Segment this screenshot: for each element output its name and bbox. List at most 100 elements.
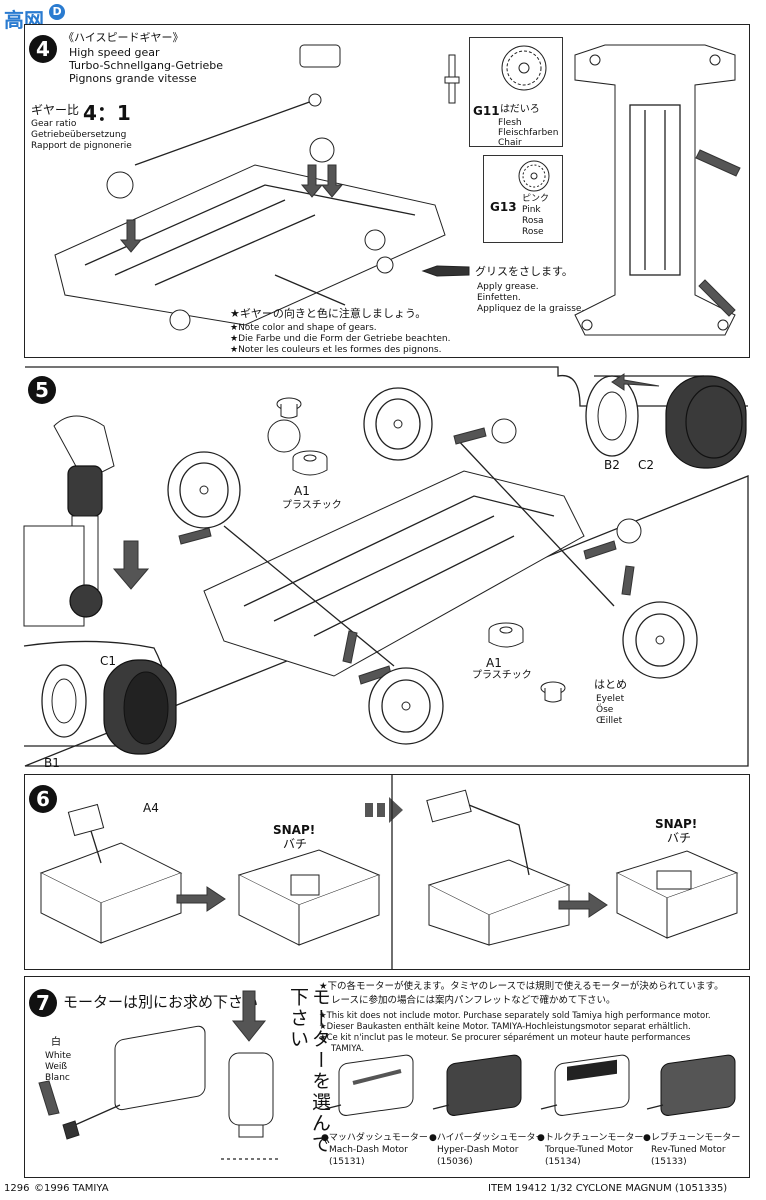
shaft-detail-icon (444, 54, 460, 104)
motor-mach-dash-code: (15131) (329, 1157, 365, 1167)
tire-c1-inset (23, 640, 177, 755)
footer-copyright: ©1996 TAMIYA (34, 1183, 109, 1194)
motor-mach-dash-en: Mach-Dash Motor (329, 1145, 408, 1155)
step7-note-de: ★Dieser Baukasten enthält keine Motor. T… (319, 1022, 691, 1032)
arrow-right-1 (176, 886, 226, 912)
g13-jp: ピンク (522, 194, 550, 204)
wheel-rear-right (622, 601, 698, 679)
eyelet-bottom-icon (540, 681, 566, 703)
step7-number: 7 (29, 989, 57, 1017)
label-b1: B1 (44, 756, 60, 770)
white-jp: 白 (51, 1037, 61, 1048)
eyelet-fr: Œillet (596, 716, 623, 726)
g13-de: Rosa (522, 216, 544, 226)
motor-rev-tuned-icon (646, 1054, 736, 1116)
motor-torque-tuned-jp: ●トルクチューンモーター (537, 1133, 644, 1143)
step4-chassis-drawing (54, 44, 446, 331)
step5-panel: 5 B2 C2 (23, 366, 749, 770)
snap2-jp: バチ (667, 831, 692, 845)
grease-en: Apply grease. (477, 282, 539, 292)
step4-title-de: Turbo-Schnellgang-Getriebe (69, 59, 224, 72)
wheel-rear-left (363, 387, 433, 461)
eyelet-en: Eyelet (596, 694, 625, 704)
motor-hyper-dash: ●ハイパーダッシュモーター Hyper-Dash Motor (15036) (429, 1054, 545, 1173)
motor-torque-tuned-en: Torque-Tuned Motor (545, 1145, 634, 1155)
eyelet-jp: はとめ (594, 678, 627, 691)
motor-mach-dash-icon (324, 1054, 414, 1116)
gear-g11-icon (501, 45, 547, 91)
motor-hyper-dash-code: (15036) (437, 1157, 473, 1167)
step4-note-fr: ★Noter les couleurs et les formes des pi… (230, 345, 442, 355)
g13-fr: Rose (522, 227, 544, 237)
label-a1-bottom: A1 (486, 656, 502, 670)
snap1-jp: バチ (283, 837, 308, 851)
label-plastic-bottom: プラスチック (472, 670, 532, 681)
g11-de: Fleischfarben (498, 128, 559, 138)
step7-panel: 7 モーターは別にお求め下さい 白 White Weiß Blanc モーターを… (24, 976, 750, 1178)
switch-part-1 (39, 803, 183, 944)
step4-panel: 4 《ハイスピードギヤー》 High speed gear Turbo-Schn… (24, 24, 750, 358)
gear-ratio-de: Getriebeübersetzung (31, 130, 127, 140)
motor-sold-separately: モーターは別にお求め下さい (63, 993, 259, 1011)
g11-en: Flesh (498, 118, 522, 128)
g11-code: G11 (473, 104, 500, 118)
g11-jp: はだいろ (500, 104, 540, 115)
motor-rev-tuned-code: (15133) (651, 1157, 687, 1167)
label-c2: C2 (638, 458, 655, 472)
step7-note-jp2: レースに参加の場合には案内パンフレットなどで確かめて下さい。 (331, 995, 616, 1006)
g11-fr: Chair (498, 138, 522, 148)
step5-chassis-drawing (178, 418, 642, 685)
motor-rev-tuned: ●レブチューンモーター Rev-Tuned Motor (15133) (643, 1054, 749, 1173)
grease-tube-icon (421, 265, 470, 277)
gear-ratio-en: Gear ratio (31, 119, 77, 129)
grease-jp: グリスをさします。 (475, 265, 573, 278)
hand-tire-inset (23, 415, 150, 627)
g13-en: Pink (522, 205, 541, 215)
step7-note-en: ★This kit does not include motor. Purcha… (319, 1011, 711, 1021)
part-a1-bottom-icon (488, 622, 524, 648)
label-c1: C1 (100, 654, 117, 668)
step6-panel: 6 A4 SNAP! バチ SNAP! バチ (24, 774, 750, 970)
choose-motor-vertical: モーターを選んで下さい (287, 987, 331, 1155)
watermark-badge: D (49, 4, 66, 20)
gear-ratio-label-jp: ギヤー比 (31, 103, 80, 117)
gear-ratio-fr: Rapport de pignonerie (31, 141, 132, 151)
chassis-top-view (574, 44, 741, 336)
step7-note-fr1: ★Ce kit n'inclut pas le moteur. Se procu… (319, 1033, 691, 1043)
motor-hyper-dash-jp: ●ハイパーダッシュモーター (429, 1133, 545, 1143)
step6-divider (391, 775, 393, 969)
grease-fr: Appliquez de la graisse. (477, 304, 585, 314)
g13-code: G13 (490, 200, 517, 214)
step7-note-jp1: ★下の各モーターが使えます。タミヤのレースでは規則で使えるモーターが決められてい… (319, 981, 724, 992)
step4-title-jp: 《ハイスピードギヤー》 (63, 31, 184, 44)
step4-title-fr: Pignons grande vitesse (69, 72, 197, 85)
motor-install-drawing (38, 1025, 206, 1140)
motor-hyper-dash-icon (432, 1054, 522, 1116)
gear-g13-icon (518, 160, 550, 192)
double-arrow (365, 797, 403, 823)
label-plastic-top: プラスチック (282, 500, 342, 511)
switch-part-4 (615, 850, 739, 939)
tire-c2-icon (585, 373, 747, 469)
label-a4: A4 (143, 801, 159, 815)
motor-rev-tuned-en: Rev-Tuned Motor (651, 1145, 726, 1155)
label-b2: B2 (604, 458, 620, 472)
eyelet-top-icon (276, 397, 302, 419)
step4-note-de: ★Die Farbe und die Form der Getriebe bea… (230, 334, 451, 344)
step5-number: 5 (28, 376, 56, 404)
motor-mach-dash: ●マッハダッシュモーター Mach-Dash Motor (15131) (321, 1054, 429, 1173)
wheel-front-left (167, 451, 241, 529)
motor-torque-tuned: ●トルクチューンモーター Torque-Tuned Motor (15134) (537, 1054, 645, 1173)
eyelet-de: Öse (596, 705, 614, 715)
motor-torque-tuned-icon (540, 1054, 630, 1116)
arrow-right-2 (558, 892, 608, 918)
step7-note-fr2: TAMIYA. (331, 1044, 365, 1054)
footer-item: ITEM 19412 1/32 CYCLONE MAGNUM (1051335) (488, 1183, 728, 1194)
white-de: Weiß (45, 1062, 68, 1072)
step6-number: 6 (29, 785, 57, 813)
switch-part-3 (426, 789, 571, 946)
motor-mach-dash-jp: ●マッハダッシュモーター (321, 1133, 428, 1143)
snap1-en: SNAP! (273, 823, 316, 837)
grease-de: Einfetten. (477, 293, 521, 303)
snap2-en: SNAP! (655, 817, 698, 831)
